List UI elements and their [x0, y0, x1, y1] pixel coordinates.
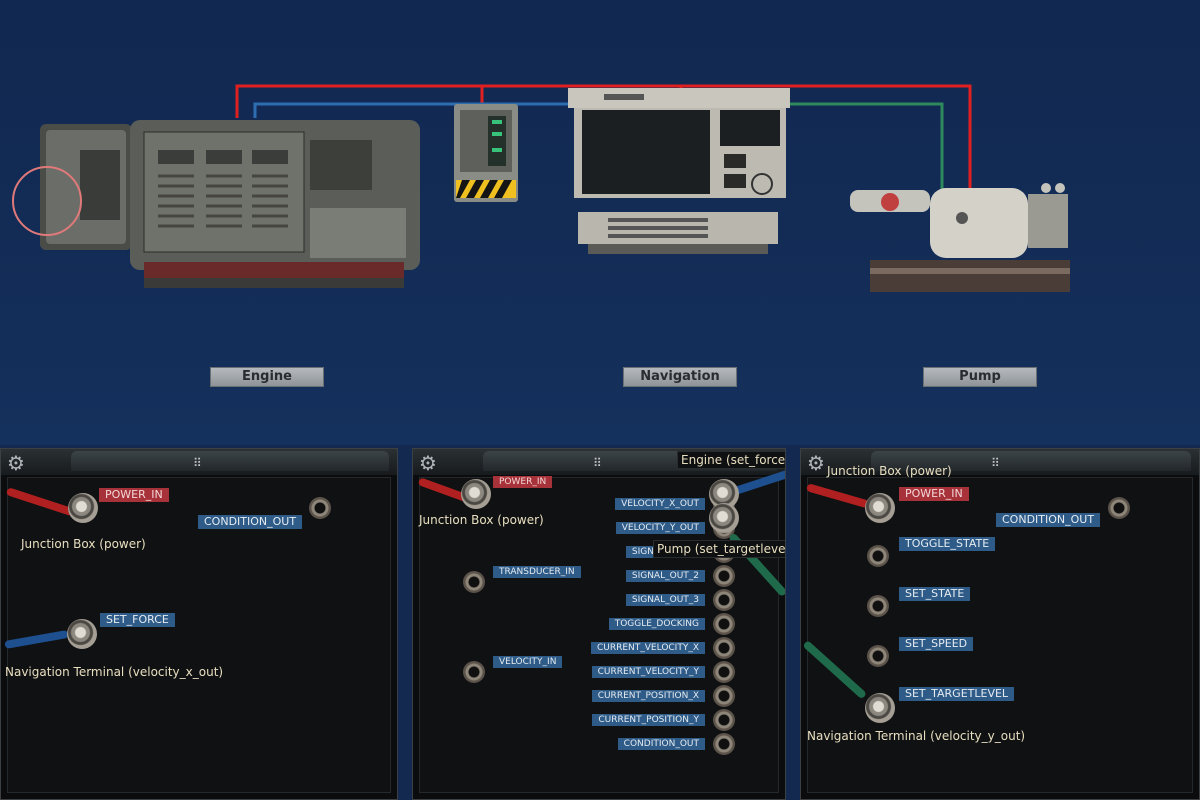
port-condition-out: CONDITION_OUT	[996, 513, 1101, 527]
navigation-illustration	[568, 88, 790, 254]
panel-drag-tab[interactable]	[71, 451, 389, 471]
port-velocity-in: VELOCITY_IN	[493, 656, 563, 668]
set-targetlevel-plug[interactable]	[865, 693, 895, 723]
condition-out-socket[interactable]	[713, 733, 735, 755]
submarine-scene: Engine Navigation Pump	[0, 0, 1200, 445]
engine-label: Engine	[210, 367, 324, 387]
current-position-y-socket[interactable]	[713, 709, 735, 731]
port-power-in: POWER_IN	[899, 487, 969, 501]
current-position-x-socket[interactable]	[713, 685, 735, 707]
level-connection-label: Navigation Terminal (velocity_y_out)	[807, 729, 1026, 743]
port-transducer-in: TRANSDUCER_IN	[493, 566, 581, 578]
pump-machine[interactable]	[850, 180, 1080, 296]
port-current-velocity-y: CURRENT_VELOCITY_Y	[591, 666, 705, 678]
gear-icon[interactable]: ⚙	[807, 451, 825, 475]
signal-out-2-socket[interactable]	[713, 565, 735, 587]
power-connection-label: Junction Box (power)	[827, 464, 952, 478]
port-velocity-y-out: VELOCITY_Y_OUT	[615, 522, 705, 534]
port-current-position-y: CURRENT_POSITION_Y	[592, 714, 705, 726]
port-power-in: POWER_IN	[99, 488, 169, 502]
navigation-label: Navigation	[623, 367, 737, 387]
gear-icon[interactable]: ⚙	[7, 451, 25, 475]
panel-header[interactable]: ⚙ ⠿	[1, 449, 397, 475]
condition-out-socket[interactable]	[1108, 497, 1130, 519]
velocity-y-out-plug[interactable]	[709, 503, 739, 533]
toggle-state-socket[interactable]	[867, 545, 889, 567]
pump-label: Pump	[923, 367, 1037, 387]
navigation-wiring-panel: ⚙ ⠿ POWER_IN Junction Box (power) TRANSD…	[412, 448, 786, 800]
panel-drag-tab[interactable]	[871, 451, 1191, 471]
power-connection-label: Junction Box (power)	[21, 537, 146, 551]
port-velocity-x-out: VELOCITY_X_OUT	[615, 498, 705, 510]
current-velocity-y-socket[interactable]	[713, 661, 735, 683]
transducer-in-socket[interactable]	[463, 571, 485, 593]
signal-wire-green	[790, 102, 944, 190]
junction-box-illustration	[454, 104, 518, 202]
navigation-terminal[interactable]	[568, 88, 792, 260]
force-connection-label: Navigation Terminal (velocity_x_out)	[5, 665, 224, 679]
port-toggle-docking: TOGGLE_DOCKING	[608, 618, 705, 630]
gear-icon[interactable]: ⚙	[419, 451, 437, 475]
drag-handle-icon[interactable]: ⠿	[593, 456, 603, 470]
set-force-plug[interactable]	[67, 619, 97, 649]
power-in-plug[interactable]	[865, 493, 895, 523]
set-speed-socket[interactable]	[867, 645, 889, 667]
current-velocity-x-socket[interactable]	[713, 637, 735, 659]
engine-highlight-ring	[12, 166, 82, 236]
velocity-in-socket[interactable]	[463, 661, 485, 683]
junction-box[interactable]	[454, 104, 518, 202]
port-signal-out-3: SIGNAL_OUT_3	[625, 594, 705, 606]
engine-connection-label: Engine (set_force)	[677, 451, 785, 469]
port-condition-out: CONDITION_OUT	[198, 515, 303, 529]
engine-wiring-panel: ⚙ ⠿ POWER_IN Junction Box (power) CONDIT…	[0, 448, 398, 800]
drag-handle-icon[interactable]: ⠿	[991, 456, 1001, 470]
port-current-velocity-x: CURRENT_VELOCITY_X	[590, 642, 705, 654]
port-set-force: SET_FORCE	[100, 613, 175, 627]
port-set-speed: SET_SPEED	[899, 637, 974, 651]
pump-wiring-panel: ⚙ ⠿ Junction Box (power) POWER_IN CONDIT…	[800, 448, 1200, 800]
toggle-docking-socket[interactable]	[713, 613, 735, 635]
set-state-socket[interactable]	[867, 595, 889, 617]
engine-illustration	[40, 120, 420, 288]
panel-body	[807, 477, 1193, 793]
pump-illustration	[850, 183, 1070, 292]
port-toggle-state: TOGGLE_STATE	[899, 537, 996, 551]
drag-handle-icon[interactable]: ⠿	[193, 456, 203, 470]
signal-out-3-socket[interactable]	[713, 589, 735, 611]
power-in-plug[interactable]	[68, 493, 98, 523]
engine-machine[interactable]	[12, 110, 420, 292]
power-wire-engine	[235, 84, 972, 190]
port-signal-out-2: SIGNAL_OUT_2	[625, 570, 705, 582]
port-current-position-x: CURRENT_POSITION_X	[591, 690, 705, 702]
port-set-state: SET_STATE	[899, 587, 971, 601]
power-in-plug[interactable]	[461, 479, 491, 509]
power-connection-label: Junction Box (power)	[419, 513, 544, 527]
pump-connection-label: Pump (set_targetlevel)	[653, 540, 785, 558]
condition-out-socket[interactable]	[309, 497, 331, 519]
port-condition-out: CONDITION_OUT	[617, 738, 705, 750]
port-set-targetlevel: SET_TARGETLEVEL	[899, 687, 1015, 701]
panel-header[interactable]: ⚙ ⠿	[801, 449, 1199, 475]
port-power-in: POWER_IN	[493, 476, 553, 488]
